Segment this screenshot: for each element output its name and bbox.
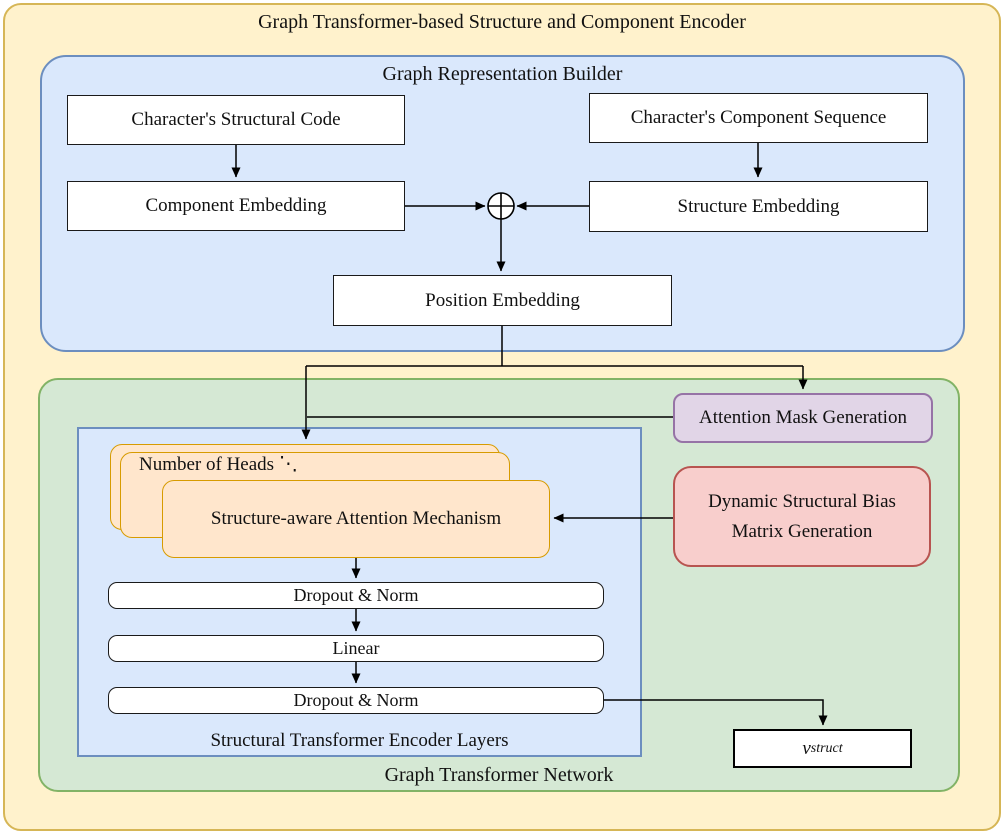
node-structure-embedding: Structure Embedding [589,181,928,232]
ddots-icon: ⋱ [278,454,298,475]
dynamic-bias-text: Dynamic Structural Bias Matrix Generatio… [708,491,896,542]
node-component-embedding: Component Embedding [67,181,405,231]
node-structure-aware-attention: Structure-aware Attention Mechanism [162,480,550,558]
v-struct-subscript: struct [810,740,843,756]
encoder-layers-label: Structural Transformer Encoder Layers [210,730,509,751]
network-title: Graph Transformer Network [384,764,614,786]
node-dropout-norm-1: Dropout & Norm [108,582,604,609]
node-dropout-norm-2: Dropout & Norm [108,687,604,714]
num-heads-text: Number of Heads [139,454,275,475]
node-attention-mask-generation: Attention Mask Generation [673,393,933,443]
num-heads-label: Number of Heads ⋱ [139,453,298,476]
diagram-title: Graph Transformer-based Structure and Co… [258,11,746,33]
v-struct-var: v [802,737,811,759]
builder-title: Graph Representation Builder [382,63,623,85]
node-dynamic-structural-bias: Dynamic Structural Bias Matrix Generatio… [673,466,931,567]
node-characters-structural-code: Character's Structural Code [67,95,405,145]
node-position-embedding: Position Embedding [333,275,672,326]
node-characters-component-sequence: Character's Component Sequence [589,93,928,143]
node-linear: Linear [108,635,604,662]
